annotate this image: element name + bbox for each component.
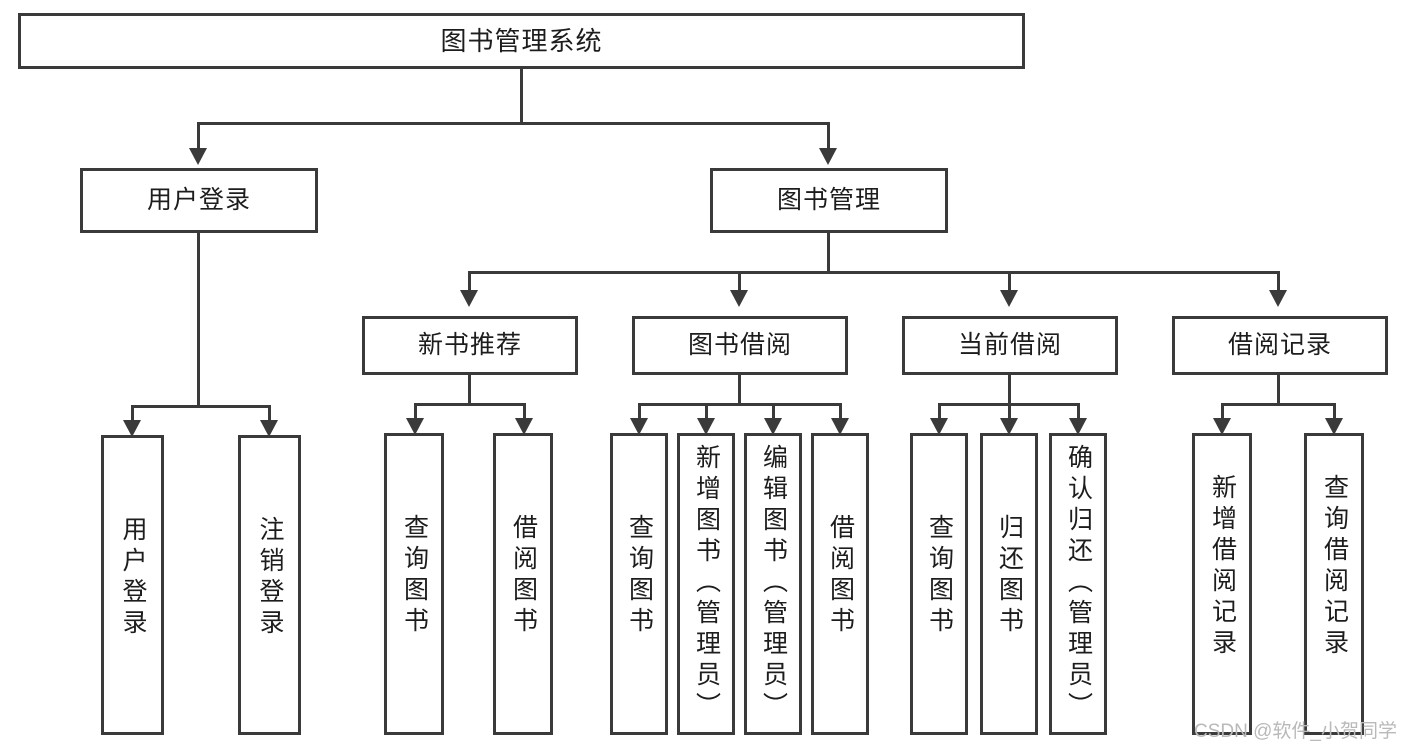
- connector-current-borrow-drop-1: [938, 403, 941, 423]
- leaf-borrow-record-query-record[interactable]: 查询借阅记录: [1304, 433, 1364, 735]
- leaf-book-borrow-query-book[interactable]: 查询图书: [610, 433, 668, 735]
- leaf-new-book-borrow-book[interactable]: 借阅图书: [493, 433, 553, 735]
- arrowhead-to-new-book: [460, 290, 478, 307]
- leaf-user-login-logout[interactable]: 注销登录: [238, 435, 301, 735]
- leaf-book-borrow-borrow-book[interactable]: 借阅图书: [811, 433, 869, 735]
- node-book-management[interactable]: 图书管理: [710, 168, 948, 233]
- arrowhead-borrow-record-leaf-2: [1325, 418, 1343, 435]
- leaf-current-borrow-query-book[interactable]: 查询图书: [910, 433, 968, 735]
- arrowhead-to-current-borrow: [1000, 290, 1018, 307]
- leaf-new-book-query-book[interactable]: 查询图书: [384, 433, 444, 735]
- node-user-login[interactable]: 用户登录: [80, 168, 318, 233]
- connector-current-borrow-stem: [1008, 375, 1011, 405]
- arrowhead-to-borrow-record: [1269, 290, 1287, 307]
- arrowhead-user-login-leaf-1: [123, 420, 141, 437]
- node-label: 确认归还（管理员）: [1064, 444, 1093, 723]
- node-label: 借阅图书: [509, 514, 538, 638]
- arrowhead-user-login-leaf-2: [260, 420, 278, 437]
- leaf-book-borrow-edit-book[interactable]: 编辑图书（管理员）: [744, 433, 802, 735]
- node-new-book-recommend[interactable]: 新书推荐: [362, 316, 578, 375]
- arrowhead-to-book-manage: [819, 148, 837, 165]
- node-root-system[interactable]: 图书管理系统: [18, 13, 1025, 69]
- connector-current-borrow-drop-2: [1008, 403, 1011, 423]
- connector-book-borrow-drop-4: [839, 403, 842, 423]
- connector-to-new-book: [468, 271, 471, 293]
- connector-user-login-bus: [131, 405, 271, 408]
- arrowhead-to-book-borrow: [730, 290, 748, 307]
- connector-book-borrow-bus: [638, 403, 842, 406]
- node-borrow-record[interactable]: 借阅记录: [1172, 316, 1388, 375]
- connector-new-book-drop-1: [414, 403, 417, 423]
- node-label: 图书管理系统: [440, 25, 603, 56]
- leaf-current-borrow-return-book[interactable]: 归还图书: [980, 433, 1038, 735]
- connector-root-stem: [520, 69, 523, 122]
- connector-borrow-record-bus: [1221, 403, 1336, 406]
- connector-to-book-manage: [827, 122, 830, 150]
- connector-book-borrow-drop-2: [705, 403, 708, 423]
- connector-book-borrow-stem: [738, 375, 741, 405]
- connector-level2-bus: [197, 122, 830, 125]
- arrowhead-current-borrow-leaf-3: [1069, 418, 1087, 435]
- arrowhead-current-borrow-leaf-1: [930, 418, 948, 435]
- connector-borrow-record-drop-2: [1333, 403, 1336, 423]
- node-label: 用户登录: [146, 185, 251, 214]
- leaf-book-borrow-add-book[interactable]: 新增图书（管理员）: [677, 433, 735, 735]
- connector-level3-bus: [468, 271, 1280, 274]
- node-label: 图书管理: [776, 185, 881, 214]
- connector-to-current-borrow: [1008, 271, 1011, 293]
- node-label: 注销登录: [256, 516, 284, 640]
- node-label: 查询图书: [400, 514, 429, 638]
- connector-book-manage-stem: [827, 233, 830, 273]
- connector-new-book-stem: [468, 375, 471, 405]
- connector-new-book-bus: [414, 403, 526, 406]
- node-label: 查询图书: [925, 514, 954, 638]
- connector-borrow-record-drop-1: [1221, 403, 1224, 423]
- node-label: 新增借阅记录: [1208, 474, 1237, 660]
- connector-book-borrow-drop-3: [772, 403, 775, 423]
- node-label: 当前借阅: [957, 330, 1062, 359]
- node-label: 用户登录: [119, 516, 147, 640]
- connector-user-login-drop-2: [268, 405, 271, 425]
- arrowhead-new-book-leaf-1: [406, 418, 424, 435]
- arrowhead-borrow-record-leaf-1: [1213, 418, 1231, 435]
- connector-to-book-borrow: [738, 271, 741, 293]
- connector-book-borrow-drop-1: [638, 403, 641, 423]
- connector-new-book-drop-2: [523, 403, 526, 423]
- leaf-current-borrow-confirm-return[interactable]: 确认归还（管理员）: [1049, 433, 1107, 735]
- leaf-borrow-record-add-record[interactable]: 新增借阅记录: [1192, 433, 1252, 735]
- node-label: 图书借阅: [687, 330, 792, 359]
- node-label: 编辑图书（管理员）: [759, 444, 788, 723]
- arrowhead-book-borrow-leaf-2: [697, 418, 715, 435]
- arrowhead-book-borrow-leaf-3: [764, 418, 782, 435]
- arrowhead-book-borrow-leaf-1: [630, 418, 648, 435]
- node-label: 查询图书: [625, 514, 654, 638]
- arrowhead-book-borrow-leaf-4: [831, 418, 849, 435]
- connector-user-login-drop-1: [131, 405, 134, 425]
- node-label: 借阅记录: [1227, 330, 1332, 359]
- node-book-borrow[interactable]: 图书借阅: [632, 316, 848, 375]
- connector-current-borrow-drop-3: [1077, 403, 1080, 423]
- connector-borrow-record-stem: [1277, 375, 1280, 405]
- node-label: 查询借阅记录: [1320, 474, 1349, 660]
- arrowhead-to-user-login: [189, 148, 207, 165]
- connector-user-login-stem: [197, 233, 200, 408]
- connector-to-borrow-record: [1277, 271, 1280, 293]
- node-label: 新书推荐: [417, 330, 522, 359]
- arrowhead-current-borrow-leaf-2: [1000, 418, 1018, 435]
- node-label: 新增图书（管理员）: [692, 444, 721, 723]
- node-current-borrow[interactable]: 当前借阅: [902, 316, 1118, 375]
- node-label: 归还图书: [995, 514, 1024, 638]
- leaf-user-login-login[interactable]: 用户登录: [101, 435, 164, 735]
- node-label: 借阅图书: [826, 514, 855, 638]
- connector-to-user-login: [197, 122, 200, 150]
- arrowhead-new-book-leaf-2: [515, 418, 533, 435]
